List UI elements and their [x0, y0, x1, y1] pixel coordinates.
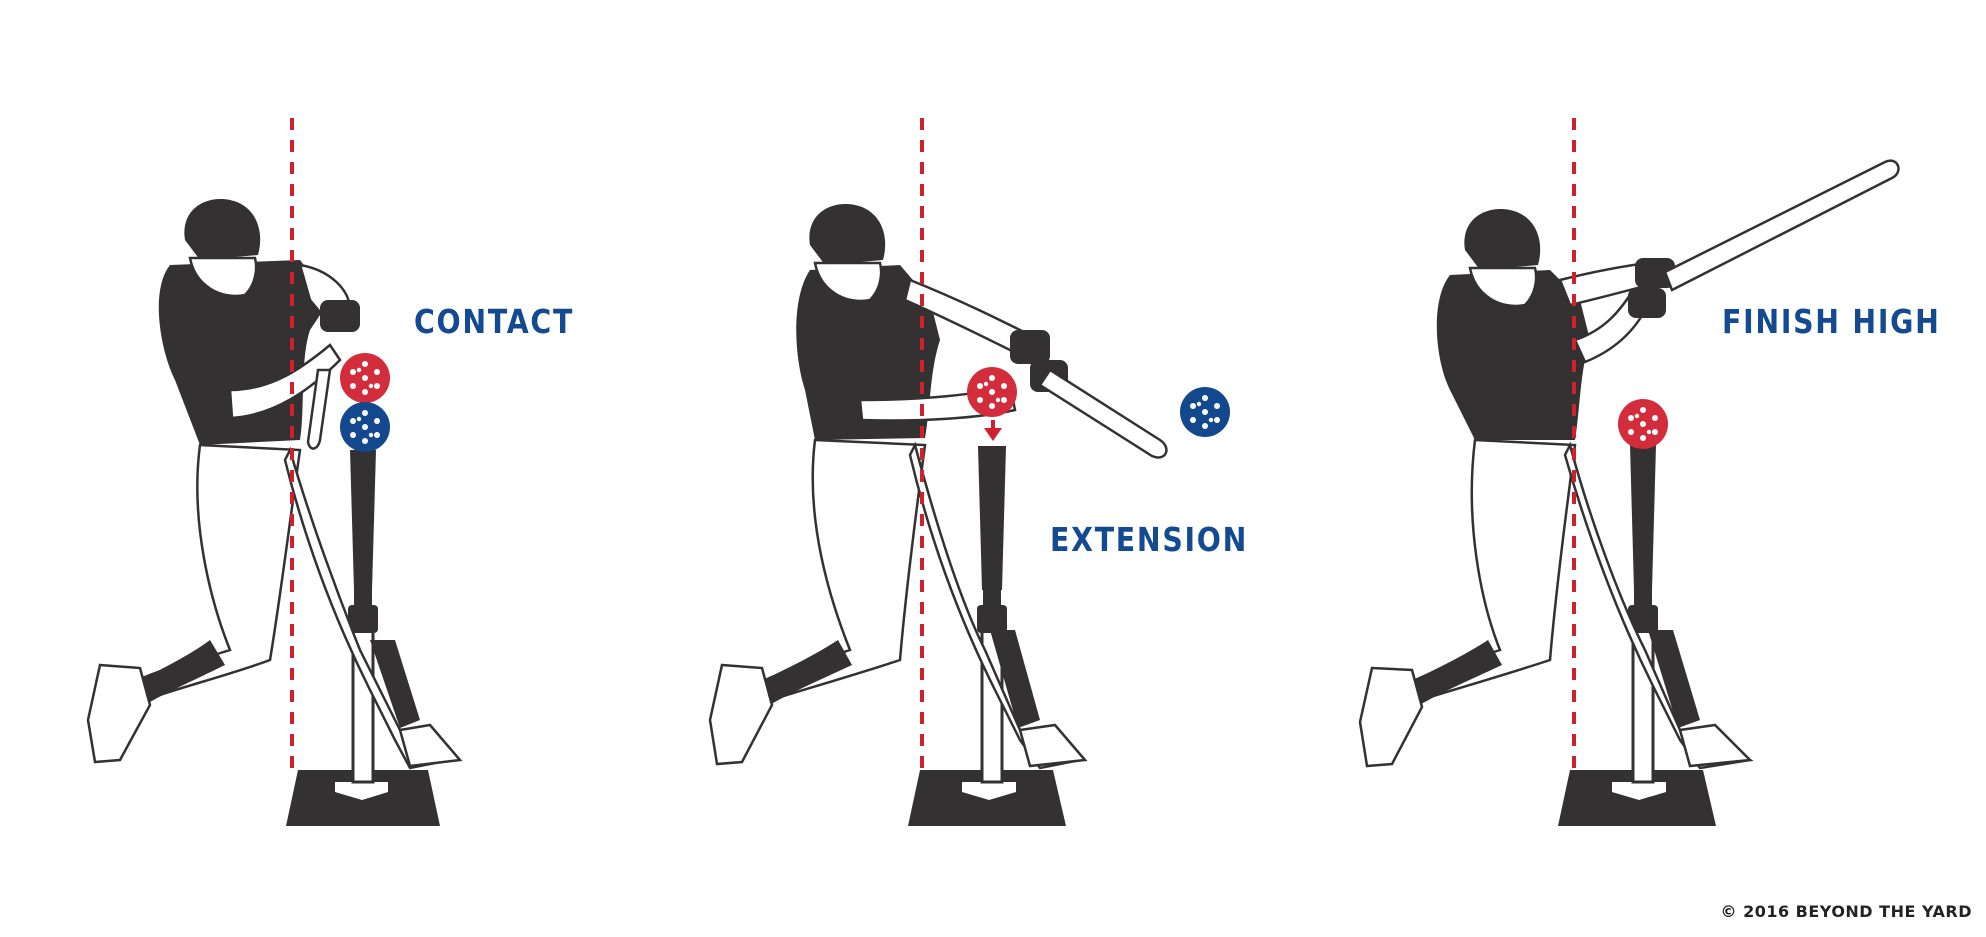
red-ball — [967, 367, 1017, 417]
panel-extension — [708, 118, 1230, 826]
panel-label-extension: EXTENSION — [1050, 520, 1249, 559]
batter-silhouette — [708, 204, 1088, 770]
copyright-notice: © 2016 BEYOND THE YARD — [1720, 902, 1972, 921]
bat — [1038, 368, 1168, 459]
batter-silhouette — [1358, 209, 1754, 770]
red-ball — [1618, 399, 1668, 449]
bat — [1663, 159, 1900, 292]
red-ball — [340, 353, 390, 403]
panel-label-contact: CONTACT — [414, 302, 575, 341]
blue-ball — [340, 402, 390, 452]
panel-contact — [86, 118, 463, 826]
down-arrow-icon — [984, 420, 1002, 441]
blue-ball — [1180, 387, 1230, 437]
panel-label-finish-high: FINISH HIGH — [1722, 302, 1941, 341]
panel-finish-high — [1358, 118, 1900, 826]
batter-silhouette — [86, 199, 463, 770]
